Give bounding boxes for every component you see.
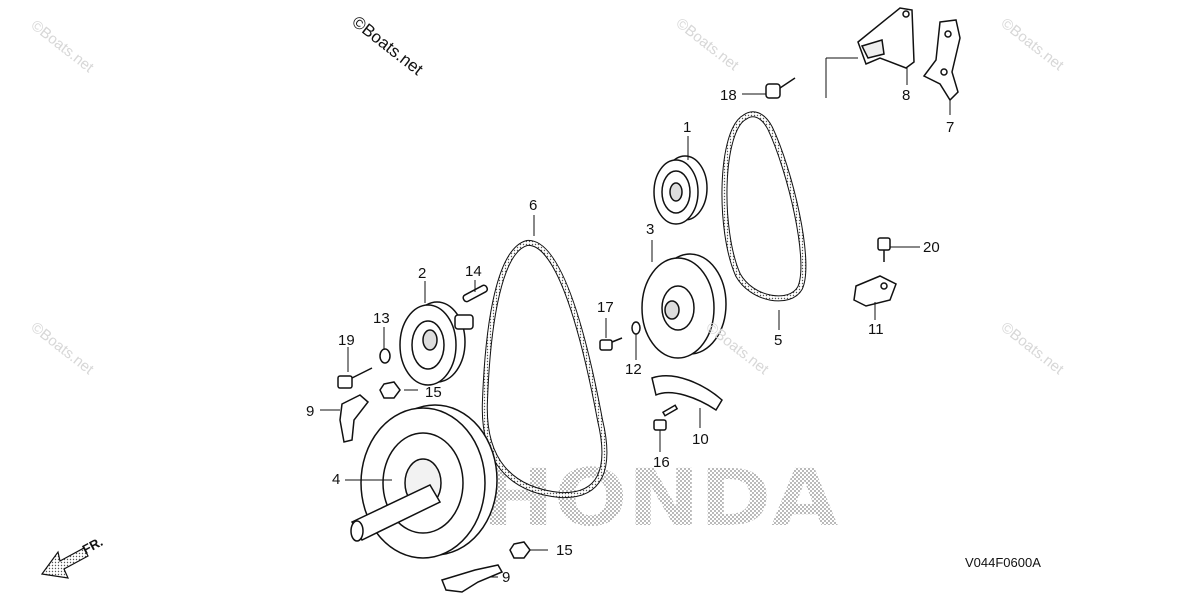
callout-10: 10 bbox=[692, 431, 709, 448]
part-19-bolt bbox=[337, 367, 373, 389]
part-3-pulley bbox=[641, 253, 727, 359]
callout-17: 17 bbox=[597, 299, 614, 316]
callout-14: 14 bbox=[465, 263, 482, 280]
nuts-and-washers bbox=[379, 321, 641, 559]
part-2-pulley bbox=[399, 301, 474, 386]
callout-13: 13 bbox=[373, 310, 390, 327]
callout-7: 7 bbox=[946, 119, 955, 136]
part-5-belt bbox=[721, 111, 807, 302]
front-direction-arrow bbox=[40, 547, 89, 579]
part-7-bracket bbox=[922, 19, 961, 102]
callout-9-lower: 9 bbox=[502, 569, 511, 586]
callout-15-upper: 15 bbox=[425, 384, 442, 401]
part-9-bracket-upper bbox=[339, 394, 370, 443]
part-6-belt bbox=[481, 240, 608, 499]
callout-16: 16 bbox=[653, 454, 670, 471]
callout-20: 20 bbox=[923, 239, 940, 256]
part-16-bolt bbox=[653, 404, 679, 431]
drawing-code: V044F0600A bbox=[965, 555, 1041, 570]
callout-8: 8 bbox=[902, 87, 911, 104]
part-20-bolt bbox=[877, 237, 891, 262]
part-4-pulley bbox=[350, 404, 498, 559]
part-8-bracket bbox=[857, 7, 915, 69]
callout-6: 6 bbox=[529, 197, 538, 214]
callout-18: 18 bbox=[720, 87, 737, 104]
callout-2: 2 bbox=[418, 265, 427, 282]
callout-9-upper: 9 bbox=[306, 403, 315, 420]
part-1-pulley bbox=[653, 155, 708, 225]
part-9-bracket-lower bbox=[440, 564, 504, 593]
part-13-washer bbox=[379, 348, 391, 364]
part-12-washer bbox=[631, 321, 641, 335]
honda-watermark-text: HONDA bbox=[482, 454, 838, 544]
callout-19: 19 bbox=[338, 332, 355, 349]
callout-4: 4 bbox=[332, 471, 341, 488]
part-17-bolt bbox=[599, 337, 623, 351]
callout-11: 11 bbox=[868, 321, 884, 338]
callout-3: 3 bbox=[646, 221, 655, 238]
part-11-bracket bbox=[853, 275, 897, 307]
leader-lines bbox=[320, 57, 951, 578]
part-15-nut-lower bbox=[509, 541, 531, 559]
part-15-nut-upper bbox=[379, 381, 401, 399]
part-18-bolt bbox=[765, 77, 796, 99]
callout-12: 12 bbox=[625, 361, 642, 378]
honda-watermark: HONDA bbox=[482, 454, 838, 544]
callout-5: 5 bbox=[774, 332, 783, 349]
part-10-cover bbox=[651, 375, 723, 412]
bolt-fasteners bbox=[337, 77, 891, 431]
callout-1: 1 bbox=[683, 119, 692, 136]
callout-15-lower: 15 bbox=[556, 542, 573, 559]
part-14-key bbox=[462, 284, 489, 303]
